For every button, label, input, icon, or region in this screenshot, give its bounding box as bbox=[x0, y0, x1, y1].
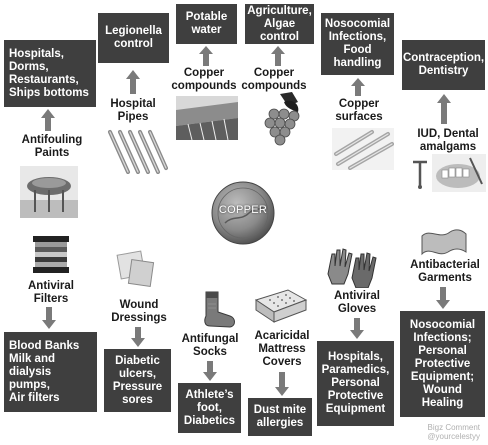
label-copper-surfaces: Copper surfaces bbox=[335, 98, 383, 123]
box-diabetic-ulcers: Diabetic ulcers, Pressure sores bbox=[104, 349, 171, 412]
label-antiviral-filters: Antiviral Filters bbox=[27, 280, 74, 305]
label-antifungal-socks: Antifungal Socks bbox=[181, 333, 239, 358]
filter-icon bbox=[33, 236, 69, 273]
arrow-down-icon bbox=[42, 307, 56, 329]
copper-coin-icon bbox=[211, 181, 275, 245]
arrow-down-icon bbox=[275, 372, 289, 396]
mattress-icon bbox=[254, 289, 308, 323]
arrow-down-icon bbox=[350, 318, 364, 339]
grapes-icon bbox=[264, 92, 300, 146]
box-legionella-control: Legionella control bbox=[98, 13, 169, 63]
pipes-icon bbox=[108, 130, 168, 174]
copper-rods-icon bbox=[332, 128, 394, 170]
watermark: Bigz Comment @yourcelestyy bbox=[427, 423, 480, 441]
box-blood-banks: Blood Banks Milk and dialysis pumps, Air… bbox=[4, 332, 97, 412]
box-athletes-foot: Athlete’s foot, Diabetics bbox=[178, 383, 241, 433]
label-antiviral-gloves: Antiviral Gloves bbox=[333, 290, 380, 315]
copper-center-label: COPPER bbox=[218, 204, 268, 216]
arrow-up-icon bbox=[351, 78, 365, 96]
label-hospital-pipes: Hospital Pipes bbox=[110, 98, 156, 123]
label-acaricidal-covers: Acaricidal Mattress Covers bbox=[254, 330, 310, 368]
box-hospitals-paramedics: Hospitals, Paramedics, Personal Protecti… bbox=[317, 341, 394, 426]
label-antibacterial-garments: Antibacterial Garments bbox=[410, 259, 480, 284]
arrow-down-icon bbox=[203, 361, 217, 381]
box-nosocomial-food: Nosocomial Infections, Food handling bbox=[321, 13, 394, 75]
fabric-icon bbox=[421, 229, 467, 256]
arrow-up-icon bbox=[126, 70, 140, 94]
dam-icon bbox=[176, 96, 238, 140]
label-copper-compounds-2: Copper compounds bbox=[241, 67, 307, 92]
dental-tools-icon bbox=[432, 154, 486, 192]
arrow-down-icon bbox=[131, 327, 145, 347]
arrow-up-icon bbox=[271, 46, 285, 66]
label-wound-dressings: Wound Dressings bbox=[111, 299, 167, 324]
arrow-up-icon bbox=[199, 46, 213, 66]
watermark-line-2: @yourcelestyy bbox=[427, 432, 480, 441]
bandage-icon bbox=[116, 250, 155, 287]
box-hospitals-dorms: Hospitals, Dorms, Restaurants, Ships bot… bbox=[4, 40, 96, 107]
socks-icon bbox=[204, 291, 235, 328]
iud-icon bbox=[413, 160, 427, 189]
box-contraception: Contraception, Dentistry bbox=[402, 40, 485, 90]
arrow-up-icon bbox=[437, 94, 451, 124]
arrow-down-icon bbox=[436, 287, 450, 309]
watermark-line-1: Bigz Comment bbox=[427, 423, 480, 432]
box-potable-water: Potable water bbox=[176, 4, 237, 44]
label-copper-compounds-1: Copper compounds bbox=[171, 67, 237, 92]
gloves-icon bbox=[327, 248, 377, 288]
box-dust-mite: Dust mite allergies bbox=[248, 398, 312, 436]
label-antifouling-paints: Antifouling Paints bbox=[21, 134, 83, 159]
box-agriculture: Agriculture, Algae control bbox=[245, 4, 314, 44]
box-nosocomial-ppe: Nosocomial Infections; Personal Protecti… bbox=[400, 311, 485, 417]
label-iud-dental: IUD, Dental amalgams bbox=[417, 128, 479, 153]
ship-hull-icon bbox=[20, 166, 78, 218]
arrow-up-icon bbox=[41, 109, 55, 131]
